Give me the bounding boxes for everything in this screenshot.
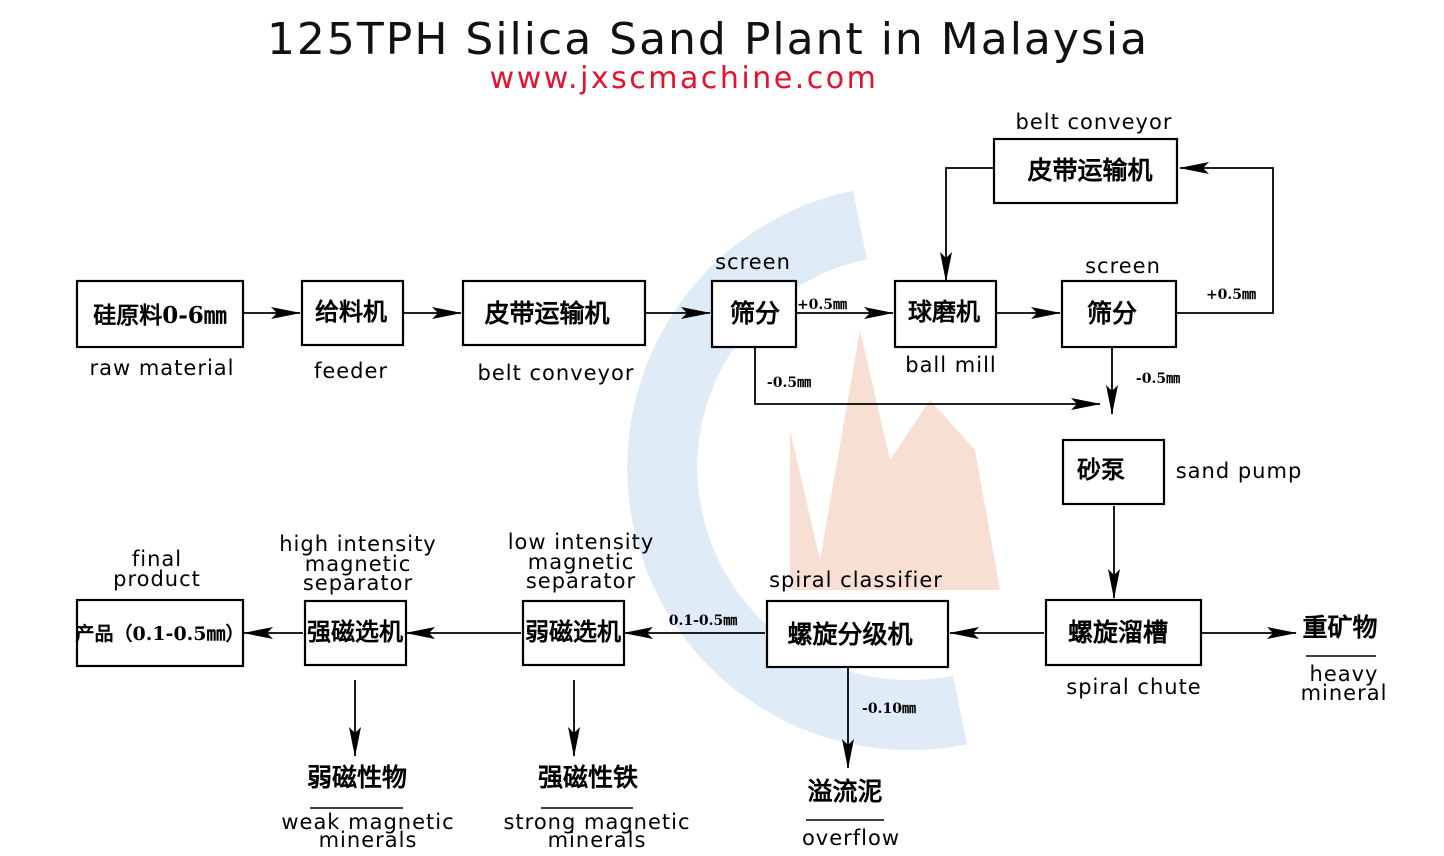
edge-label-screen2-undersize: -0.5㎜ xyxy=(1136,371,1180,387)
node-spiral-classifier: 螺旋分级机 spiral classifier xyxy=(765,568,950,669)
node-spiral-classifier-cn: 螺旋分级机 xyxy=(787,620,912,649)
node-ball-mill-en: ball mill xyxy=(905,353,997,377)
output-overflow-en: overflow xyxy=(802,826,900,850)
node-feeder: 给料机 feeder xyxy=(300,279,405,383)
edge-label-screen2-oversize: +0.5㎜ xyxy=(1206,287,1256,303)
node-spiral-chute-cn: 螺旋溜槽 xyxy=(1068,618,1168,647)
edge-label-classifier-to-separator: 0.1-0.5㎜ xyxy=(669,613,738,629)
node-belt-conveyor-return-cn: 皮带运输机 xyxy=(1027,156,1152,185)
output-weak-magnetic-cn: 弱磁性物 xyxy=(307,763,407,792)
node-feeder-en: feeder xyxy=(314,359,388,383)
edge-label-screen1-oversize: +0.5㎜ xyxy=(797,297,847,313)
node-low-intensity-separator: 弱磁选机 low intensity magnetic separator xyxy=(508,530,655,667)
node-screen-2: 筛分 screen xyxy=(1060,254,1178,349)
node-high-separator-cn: 强磁选机 xyxy=(307,617,403,646)
node-spiral-chute-en: spiral chute xyxy=(1066,675,1201,699)
output-weak-magnetic-en2: minerals xyxy=(319,828,418,852)
arrow-screen-to-belt-return xyxy=(1176,162,1274,314)
edge-label-screen1-undersize: -0.5㎜ xyxy=(767,375,811,391)
node-screen-1-cn: 筛分 xyxy=(730,299,780,328)
node-belt-conveyor-en: belt conveyor xyxy=(478,361,635,385)
node-ball-mill-cn: 球磨机 xyxy=(908,297,980,326)
node-screen-1: 筛分 screen xyxy=(710,250,798,349)
node-sand-pump-cn: 砂泵 xyxy=(1077,455,1125,484)
node-final-product-en1: final xyxy=(132,547,182,571)
node-low-separator-en2: magnetic xyxy=(528,550,635,574)
node-sand-pump: 砂泵 sand pump xyxy=(1061,438,1303,506)
output-strong-magnetic-en2: minerals xyxy=(548,828,647,852)
output-strong-magnetic-minerals: 强磁性铁 strong magnetic minerals xyxy=(503,763,690,852)
node-belt-conveyor: 皮带运输机 belt conveyor xyxy=(461,279,647,385)
node-high-separator-en3: separator xyxy=(303,571,413,595)
output-heavy-mineral-en1: heavy xyxy=(1310,662,1379,686)
node-final-product: 产品（0.1-0.5㎜） final product xyxy=(76,547,245,668)
node-high-separator-en2: magnetic xyxy=(305,552,412,576)
node-low-separator-cn: 弱磁选机 xyxy=(525,617,621,646)
node-belt-conveyor-return: 皮带运输机 belt conveyor xyxy=(992,110,1179,205)
node-belt-conveyor-cn: 皮带运输机 xyxy=(484,299,609,328)
node-high-separator-en1: high intensity xyxy=(279,532,437,556)
node-belt-conveyor-return-en: belt conveyor xyxy=(1016,110,1173,134)
node-low-separator-en1: low intensity xyxy=(508,530,655,554)
website-url: www.jxscmachine.com xyxy=(490,61,879,96)
output-heavy-mineral-en2: mineral xyxy=(1301,681,1388,705)
node-feeder-cn: 给料机 xyxy=(315,297,387,326)
node-sand-pump-en: sand pump xyxy=(1176,459,1303,483)
arrow-screen-undersize-bypass xyxy=(754,347,1101,410)
node-raw-material-cn: 硅原料0-6㎜ xyxy=(93,302,227,329)
output-overflow: 溢流泥 overflow xyxy=(802,777,900,850)
node-final-product-en2: product xyxy=(113,567,201,591)
edge-label-classifier-fine: -0.10㎜ xyxy=(862,701,916,717)
page-title: 125TPH Silica Sand Plant in Malaysia xyxy=(267,14,1149,65)
node-spiral-chute: 螺旋溜槽 spiral chute xyxy=(1044,598,1203,699)
node-final-product-cn: 产品（0.1-0.5㎜） xyxy=(76,622,245,645)
node-high-intensity-separator: 强磁选机 high intensity magnetic separator xyxy=(279,532,437,667)
node-screen-2-en: screen xyxy=(1085,254,1161,278)
arrow-belt-return-to-ballmill xyxy=(940,167,994,282)
output-strong-magnetic-cn: 强磁性铁 xyxy=(538,763,638,792)
output-weak-magnetic-minerals: 弱磁性物 weak magnetic minerals xyxy=(281,763,454,852)
node-screen-2-cn: 筛分 xyxy=(1087,299,1137,328)
output-weak-magnetic-en1: weak magnetic xyxy=(281,810,454,834)
output-overflow-cn: 溢流泥 xyxy=(807,777,882,806)
node-low-separator-en3: separator xyxy=(526,569,636,593)
output-strong-magnetic-en1: strong magnetic xyxy=(503,810,690,834)
node-raw-material: 硅原料0-6㎜ raw material xyxy=(75,279,245,380)
watermark-logo xyxy=(627,190,1000,751)
node-ball-mill: 球磨机 ball mill xyxy=(893,279,998,377)
node-raw-material-en: raw material xyxy=(89,356,234,380)
node-spiral-classifier-en: spiral classifier xyxy=(769,568,943,592)
output-heavy-mineral: 重矿物 heavy mineral xyxy=(1301,613,1388,705)
node-screen-1-en: screen xyxy=(715,250,791,274)
output-heavy-mineral-cn: 重矿物 xyxy=(1302,613,1377,642)
